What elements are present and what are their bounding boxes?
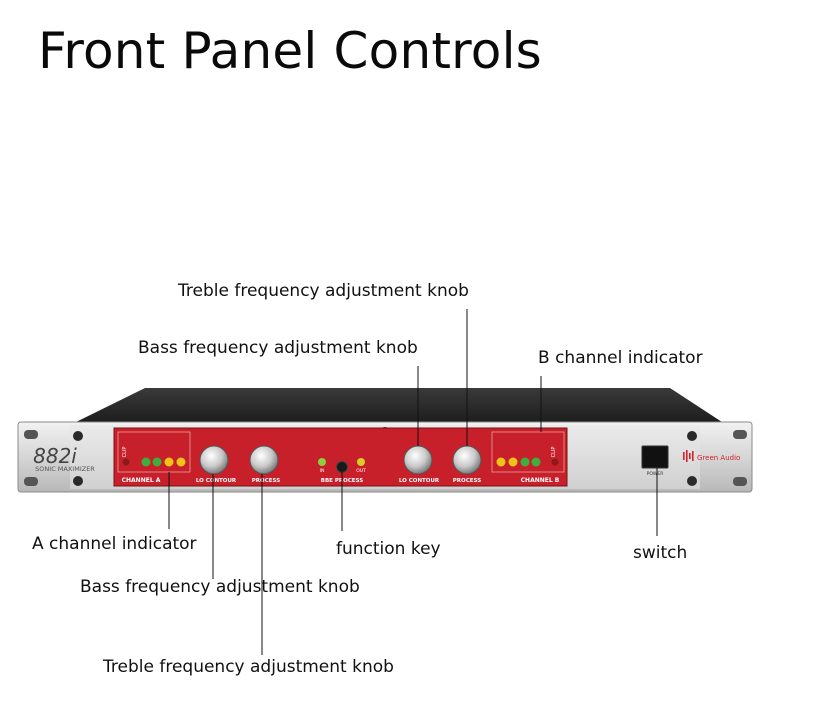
- bbe-out-label: OUT: [356, 468, 366, 474]
- callout-b-channel: B channel indicator: [538, 348, 703, 368]
- screw-right-bottom: [687, 476, 697, 486]
- bbe-out-led: [357, 458, 365, 466]
- channel-a-process-label: PROCESS: [252, 478, 280, 484]
- channel-a-process-knob: [249, 445, 279, 475]
- channel-b-led-3: [520, 457, 530, 467]
- channel-a-lo-contour-knob: [199, 445, 229, 475]
- power-label: POWER: [647, 471, 664, 477]
- callout-function-key: function key: [336, 539, 441, 559]
- channel-b-clip-led: [551, 458, 559, 466]
- channel-b-process-knob: [452, 445, 482, 475]
- channel-b-lo-contour-knob: [403, 445, 433, 475]
- bbe-function-key: [336, 461, 348, 473]
- callout-bass-top: Bass frequency adjustment knob: [138, 338, 418, 358]
- bbe-in-label: IN: [320, 468, 325, 474]
- power-switch: [641, 445, 669, 469]
- channel-b-indicator-box: [491, 431, 565, 473]
- chassis-top: [72, 388, 725, 424]
- green-audio-logo: Green Audio: [683, 450, 740, 462]
- screw-right-top: [687, 431, 697, 441]
- channel-a-led-3: [164, 457, 174, 467]
- channel-b-lo-contour-label: LO CONTOUR: [399, 478, 440, 484]
- screw-left-top: [73, 431, 83, 441]
- channel-a-led-4: [176, 457, 186, 467]
- bbe-in-led: [318, 458, 326, 466]
- channel-b-clip-label: CLIP: [551, 447, 557, 458]
- channel-a-clip-label: CLIP: [122, 447, 128, 458]
- channel-b-label: CHANNEL B: [521, 477, 560, 484]
- rack-hole-left-bottom: [24, 477, 38, 486]
- channel-a-lo-contour-label: LO CONTOUR: [196, 478, 237, 484]
- callout-switch: switch: [633, 543, 688, 563]
- channel-a-clip-led: [122, 458, 130, 466]
- channel-a-label: CHANNEL A: [122, 477, 161, 484]
- channel-a-led-1: [141, 457, 151, 467]
- channel-b-led-4: [531, 457, 541, 467]
- channel-a-led-2: [152, 457, 162, 467]
- callout-treble-top: Treble frequency adjustment knob: [178, 281, 469, 301]
- channel-b-led-2: [508, 457, 518, 467]
- rack-hole-right-top: [733, 430, 747, 439]
- rack-hole-right-bottom: [733, 477, 747, 486]
- rack-hole-left-top: [24, 430, 38, 439]
- channel-a-indicator-box: [117, 431, 191, 473]
- red-control-panel: [113, 427, 568, 487]
- channel-b-process-label: PROCESS: [453, 478, 481, 484]
- callout-a-channel: A channel indicator: [32, 534, 197, 554]
- channel-b-led-1: [496, 457, 506, 467]
- green-audio-logo-text: Green Audio: [697, 454, 740, 462]
- brand-line: SONIC MAXIMIZER: [35, 465, 95, 473]
- brand-model: 882i: [33, 444, 77, 468]
- callout-treble-bottom: Treble frequency adjustment knob: [103, 657, 394, 677]
- page-title: Front Panel Controls: [38, 22, 542, 80]
- screw-left-bottom: [73, 476, 83, 486]
- callout-bass-bottom: Bass frequency adjustment knob: [80, 577, 360, 597]
